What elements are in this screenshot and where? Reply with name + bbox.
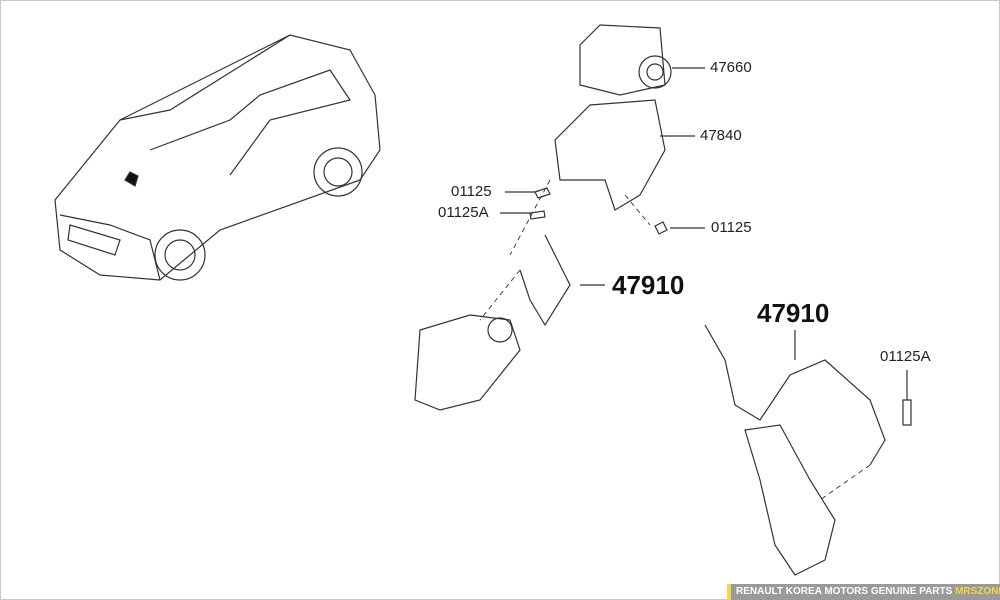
callout-01125-upper: 01125	[451, 183, 492, 200]
assembly-lines	[479, 179, 871, 501]
abs-hydraulic-unit	[579, 24, 705, 96]
watermark-footer: RENAULT KOREA MOTORS GENUINE PARTS MRSZO…	[727, 584, 1000, 600]
callout-47910-front: 47910	[612, 270, 685, 300]
bolts	[500, 187, 912, 426]
footer-brand: MRSZONE	[955, 586, 1000, 597]
callout-47660: 47660	[710, 59, 752, 76]
front-wheel-speed-sensor	[519, 234, 605, 327]
callout-47840: 47840	[700, 127, 742, 144]
front-knuckle	[414, 314, 521, 411]
callout-01125a-front: 01125A	[438, 204, 489, 221]
callout-47910-rear: 47910	[757, 298, 830, 328]
footer-text: RENAULT KOREA MOTORS GENUINE PARTS	[736, 586, 953, 597]
callout-01125a-rear: 01125A	[880, 348, 931, 365]
abs-bracket	[554, 99, 695, 211]
callout-01125-lower: 01125	[711, 219, 752, 236]
vehicle-illustration	[54, 34, 381, 281]
rear-wheel-speed-sensor	[704, 324, 886, 466]
rear-knuckle	[744, 424, 836, 576]
